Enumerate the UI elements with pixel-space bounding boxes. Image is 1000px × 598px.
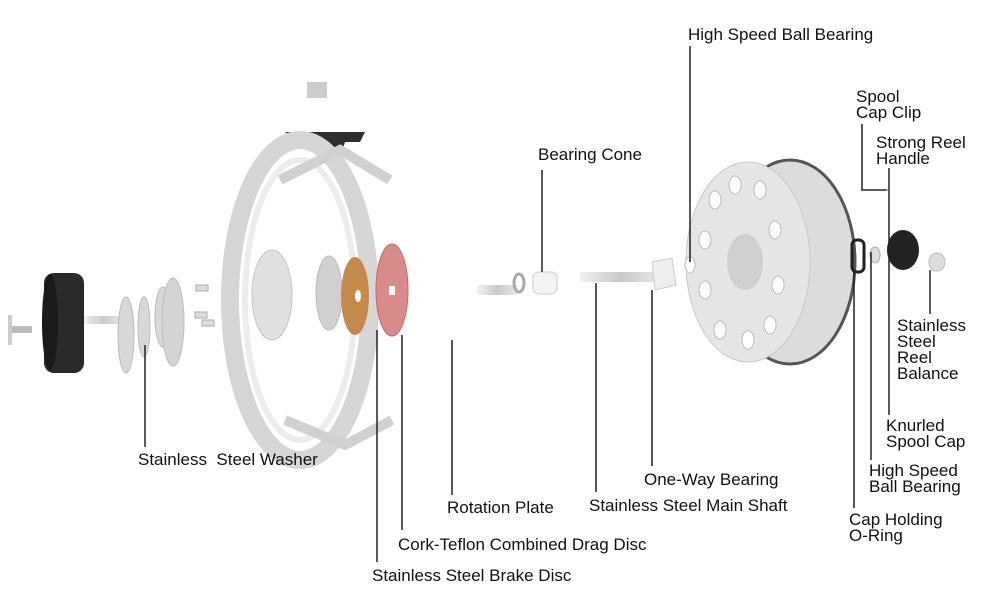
label-o-ring-2: O-Ring <box>849 526 903 545</box>
label-drag-disc: Cork-Teflon Combined Drag Disc <box>398 535 647 554</box>
screw <box>8 315 32 345</box>
label-high-speed-ball-bearing: High Speed Ball Bearing <box>688 25 874 44</box>
washer-1 <box>117 296 135 374</box>
label-reel-balance-3: Reel <box>897 348 932 367</box>
label-strong-reel-handle-2: Handle <box>876 149 930 168</box>
label-knurled-spool-cap-1: Knurled <box>886 416 945 435</box>
label-ball-bearing-right-1: High Speed <box>869 461 958 480</box>
o-ring <box>850 238 866 274</box>
washer-2 <box>137 296 151 358</box>
shaft-pin <box>477 285 517 295</box>
label-reel-balance-1: Stainless <box>897 316 966 335</box>
label-main-shaft: Stainless Steel Main Shaft <box>589 496 788 515</box>
brake-disc <box>315 255 343 331</box>
label-washer: Stainless Steel Washer <box>138 450 318 469</box>
main-shaft <box>580 272 660 282</box>
label-ball-bearing-right-2: Ball Bearing <box>869 477 961 496</box>
washer-4 <box>161 277 185 367</box>
leader-lines <box>144 46 931 562</box>
pins <box>194 284 215 327</box>
one-way-bearing <box>651 257 677 291</box>
spool <box>684 158 857 366</box>
label-strong-reel-handle-1: Strong Reel <box>876 133 966 152</box>
label-bearing-cone: Bearing Cone <box>538 145 642 164</box>
knurled-spool-cap <box>887 230 919 270</box>
label-o-ring-1: Cap Holding <box>849 510 943 529</box>
drag-disc <box>341 257 369 335</box>
label-knurled-spool-cap-2: Spool Cap <box>886 432 966 451</box>
label-spool-cap-clip-1: Spool <box>856 87 900 106</box>
label-rotation-plate: Rotation Plate <box>447 498 554 517</box>
label-reel-balance-2: Steel <box>897 332 936 351</box>
reel-balance <box>928 252 946 272</box>
label-one-way-bearing: One-Way Bearing <box>644 470 779 489</box>
ball-bearing <box>869 246 881 264</box>
bearing-cone <box>532 271 558 295</box>
label-spool-cap-clip-2: Cap Clip <box>856 103 922 122</box>
rotation-plate <box>375 243 409 337</box>
drag-knob <box>42 273 122 373</box>
label-reel-balance-4: Balance <box>897 364 959 383</box>
ring <box>512 272 526 294</box>
label-brake-disc: Stainless Steel Brake Disc <box>372 566 572 585</box>
